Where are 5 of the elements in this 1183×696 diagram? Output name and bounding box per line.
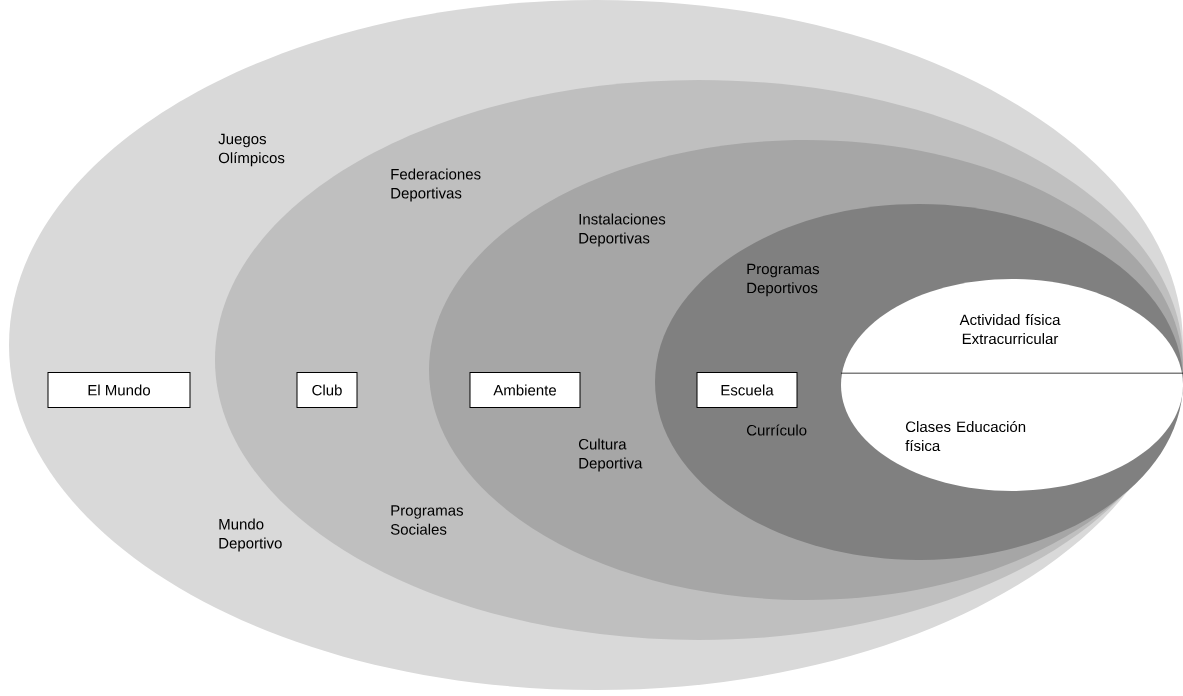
ellipse-region: Actividad física Extracurricular Clases Educación física (840, 279, 1183, 491)
label-box: El Mundo (47, 372, 191, 408)
label-box: Ambiente (469, 372, 581, 408)
label-box: Club (296, 372, 358, 408)
label-box: Escuela (696, 372, 798, 408)
